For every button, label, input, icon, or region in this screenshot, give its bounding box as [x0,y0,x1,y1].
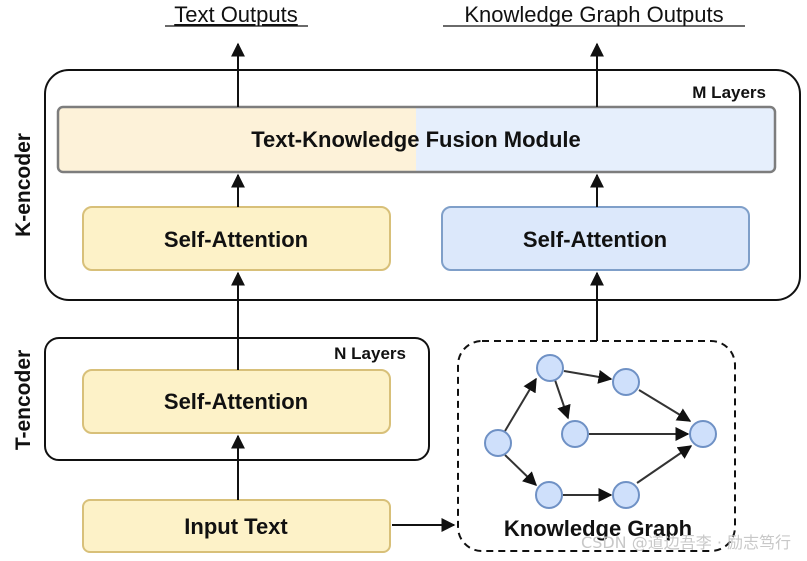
k-encoder-label: K-encoder [12,133,35,237]
graph-edge [554,379,571,420]
graph-node [612,368,640,396]
graph-edge [636,445,693,484]
flow-arrows [231,42,604,532]
graph-edge [638,389,692,422]
t-encoder-label: T-encoder [12,350,35,450]
k-kg-self-attention-label: Self-Attention [523,227,667,252]
fusion-module: Text-Knowledge Fusion Module [56,105,777,174]
graph-edge [504,377,537,432]
fusion-label: Text-Knowledge Fusion Module [251,127,581,152]
k-text-self-attention-label: Self-Attention [164,227,308,252]
graph-node [612,481,640,509]
fusion-border [56,105,777,174]
t-self-attention-label: Self-Attention [164,389,308,414]
kg-outputs-label: Knowledge Graph Outputs [464,2,723,27]
fusion-kg-half [416,107,775,172]
k-text-self-attention-box [82,206,391,271]
graph-node [484,429,512,457]
graph-edges [504,369,693,502]
t-self-attention-box [82,369,391,434]
graph-node [536,354,564,382]
input-text-label: Input Text [184,514,288,539]
graph-node [689,420,717,448]
knowledge-graph-label: Knowledge Graph [504,516,692,541]
graph-node [561,420,589,448]
text-outputs-label: Text Outputs [174,2,298,27]
fusion-text-half [58,107,416,172]
graph-nodes [484,354,717,509]
m-layers-label: M Layers [692,83,766,102]
k-kg-self-attention-box [441,206,750,271]
watermark-text: CSDN @道边吾李 · 励志笃行 [581,533,791,552]
graph-edge [504,454,538,486]
graph-node [535,481,563,509]
graph-edge [563,369,613,384]
input-text-box [82,499,391,553]
n-layers-label: N Layers [334,344,406,363]
